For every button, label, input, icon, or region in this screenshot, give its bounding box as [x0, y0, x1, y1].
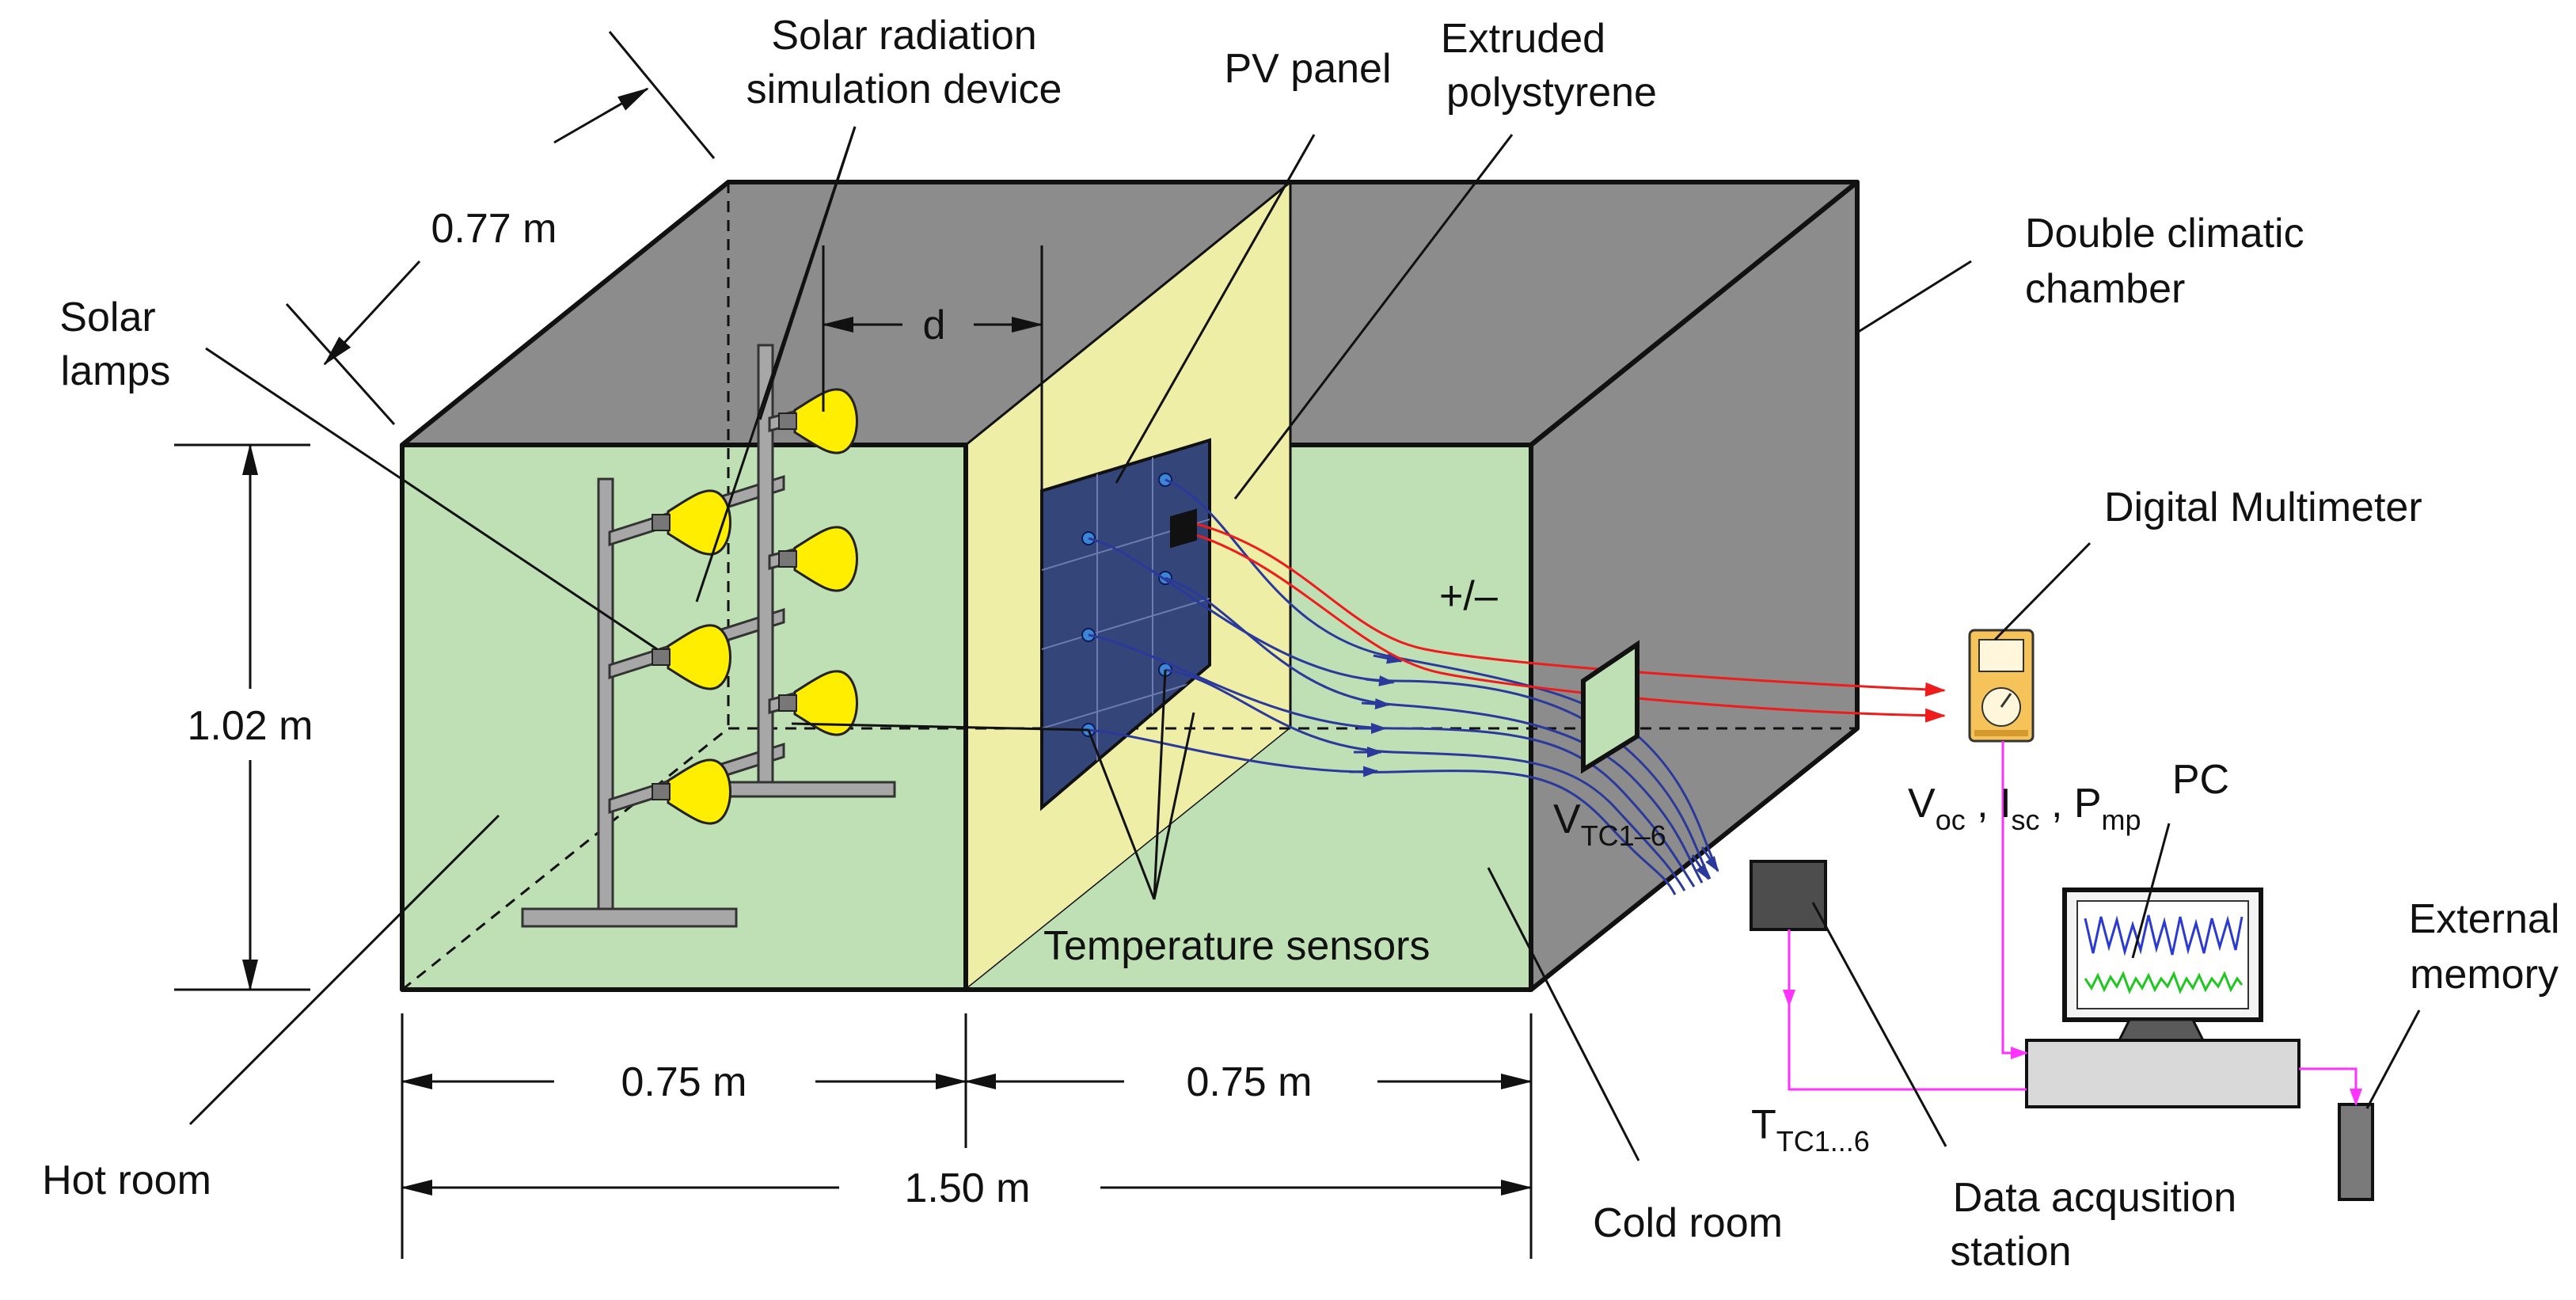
cold-room-floor-shade: [966, 728, 1531, 990]
pc-blue-trace: [2084, 914, 2244, 956]
pc-stand: [2116, 1018, 2206, 1043]
solar-lamp-icon: [652, 489, 731, 556]
signal-t-tc: TTC1...6: [1751, 1102, 1870, 1157]
label-extruded-2: polystyrene: [1446, 70, 1657, 116]
solar-lamp-icon: [652, 758, 731, 825]
sensor-cable-arrows: [1349, 652, 1719, 880]
solar-lamp-icon: [778, 388, 858, 454]
label-cold-room: Cold room: [1593, 1200, 1783, 1246]
data-acquisition-station: [1750, 860, 1827, 931]
dimension-lines: [174, 31, 1533, 1259]
temperature-sensor-cables: [1088, 478, 1719, 895]
pv-panel: [1040, 438, 1211, 812]
lamp-stand-back: [695, 344, 896, 798]
signal-pmp-main: P: [2074, 781, 2102, 827]
dim-total-width: 1.50 m: [905, 1165, 1031, 1211]
data-cables: [1783, 741, 2362, 1106]
label-external-memory-2: memory: [2410, 952, 2559, 998]
label-plus-minus: +/–: [1439, 573, 1498, 619]
label-double-chamber-2: chamber: [2025, 266, 2185, 312]
signal-v-tc-sub: TC1–6: [1581, 819, 1666, 852]
dim-distance: d: [923, 302, 946, 348]
pc-case: [2025, 1039, 2301, 1108]
signal-isc-main: I: [2000, 781, 2011, 827]
solar-radiation-simulation-device: [521, 344, 896, 928]
external-memory: [2338, 1103, 2374, 1201]
pc-screen: [2076, 900, 2249, 1009]
signal-sep-1: ,: [1966, 781, 2000, 827]
signal-v-tc: VTC1–6: [1553, 796, 1666, 852]
label-extruded-1: Extruded: [1441, 16, 1605, 62]
dim-cold-width: 0.75 m: [1187, 1059, 1313, 1105]
solar-lamps: [652, 388, 858, 825]
pc: [2025, 888, 2301, 1108]
label-solar-lamps-1: Solar: [59, 295, 155, 340]
pc-green-trace: [2084, 971, 2244, 994]
signal-isc-sub: sc: [2012, 804, 2040, 836]
signal-voc-sub: oc: [1936, 804, 1966, 836]
label-pc: PC: [2172, 757, 2229, 803]
signal-voc-main: V: [1908, 781, 1936, 827]
dim-height: 1.02 m: [188, 703, 313, 749]
lamp-axis-line: [791, 722, 1089, 732]
signal-t-tc-sub: TC1...6: [1776, 1125, 1870, 1157]
digital-multimeter: [1968, 629, 2035, 743]
label-daq-1: Data acqusition: [1953, 1175, 2236, 1221]
text-labels: Solar radiation simulation device PV pan…: [42, 13, 2559, 1275]
leader-lines: [188, 126, 2421, 1161]
label-daq-2: station: [1950, 1229, 2071, 1275]
dim-hot-width: 0.75 m: [621, 1059, 747, 1105]
signal-v-tc-main: V: [1553, 796, 1581, 842]
dim-depth: 0.77 m: [431, 206, 557, 252]
label-hot-room: Hot room: [42, 1157, 211, 1203]
solar-lamp-icon: [652, 624, 731, 690]
signal-pmp-sub: mp: [2102, 804, 2141, 836]
hidden-edges: [401, 182, 1857, 991]
label-digital-multimeter: Digital Multimeter: [2104, 485, 2422, 530]
label-solar-radiation-2: simulation device: [747, 67, 1062, 112]
signal-sep-2: ,: [2040, 781, 2074, 827]
label-solar-radiation-1: Solar radiation: [771, 13, 1036, 59]
power-cables: [1196, 523, 1946, 723]
label-external-memory-1: External: [2409, 896, 2560, 942]
label-solar-lamps-2: lamps: [61, 348, 171, 394]
label-double-chamber-1: Double climatic: [2025, 211, 2304, 257]
signal-voc-isc-pmp: Voc , Isc , Pmp: [1908, 781, 2141, 836]
solar-lamp-icon: [778, 670, 858, 736]
label-pv-panel: PV panel: [1224, 46, 1391, 92]
signal-t-tc-main: T: [1751, 1102, 1776, 1148]
pv-junction-box: [1170, 508, 1197, 549]
solar-lamp-icon: [778, 526, 858, 592]
label-temperature-sensors: Temperature sensors: [1043, 923, 1430, 969]
wall-feedthrough: [1581, 640, 1639, 774]
